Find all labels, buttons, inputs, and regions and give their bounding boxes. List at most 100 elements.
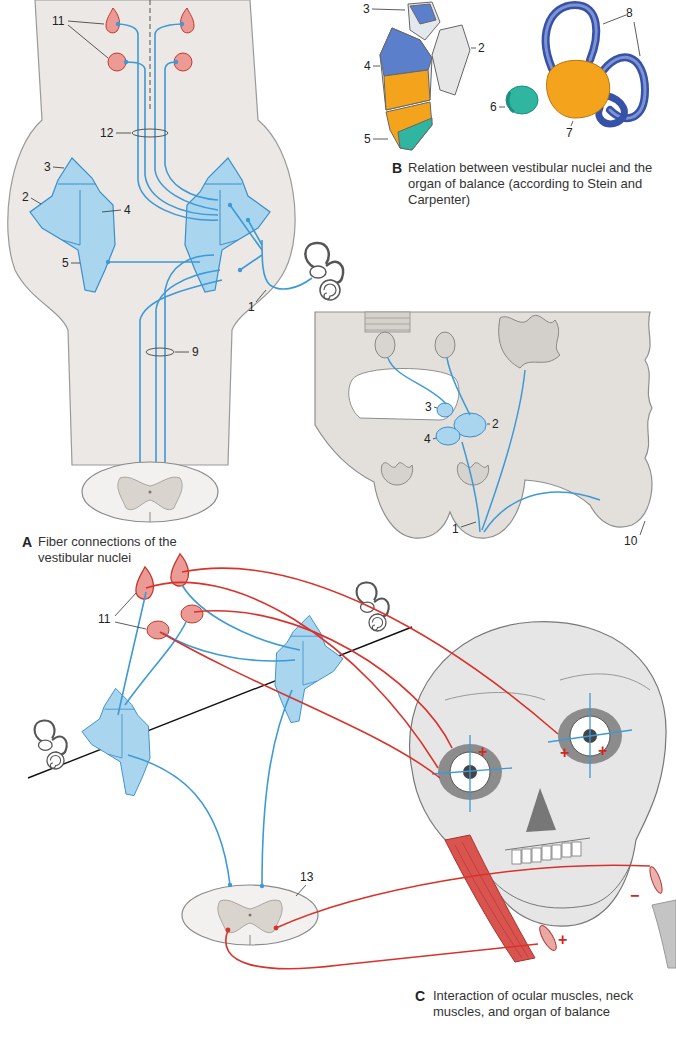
inner-ear-icon	[35, 721, 67, 769]
fiber-endings	[238, 268, 242, 272]
callout-number: 4	[124, 203, 131, 217]
callout-number: 4	[424, 432, 431, 446]
oculomotor-nuclei	[147, 621, 169, 639]
callout-number: 5	[62, 256, 69, 270]
oculomotor-nuclei	[171, 554, 189, 586]
medulla-cross-section	[375, 332, 395, 358]
leader-line	[31, 198, 41, 204]
labyrinth	[508, 92, 514, 112]
vestibular-nuclei	[436, 403, 486, 445]
fiber-endings	[274, 926, 279, 931]
oculomotor-nuclei	[108, 53, 126, 71]
vestibular-fibers	[108, 24, 312, 475]
leader-line	[499, 107, 505, 108]
leader-line	[296, 885, 306, 896]
muscle-spindle	[647, 865, 664, 894]
leader-line	[102, 210, 121, 212]
leader-line	[115, 593, 136, 616]
brainstem-panel-a	[8, 0, 295, 465]
vestibular-fibers	[118, 585, 300, 886]
motor-fibers	[226, 930, 538, 969]
fiber-endings	[124, 60, 128, 64]
leader-line	[487, 424, 490, 425]
callout-number: 9	[192, 345, 199, 359]
skull	[552, 845, 561, 859]
leader-line	[634, 22, 640, 56]
callout-number: 3	[425, 400, 432, 414]
skull	[562, 843, 571, 857]
vestibular-fibers	[128, 755, 230, 885]
callout-number: 2	[22, 190, 29, 204]
leader-line	[471, 48, 476, 49]
leader-line	[640, 521, 645, 535]
vestibular-fibers	[118, 24, 218, 220]
skull	[512, 850, 521, 864]
fiber-endings	[116, 22, 120, 26]
leader-line	[372, 9, 640, 139]
vestibular-fibers	[388, 358, 446, 404]
fiber-endings	[260, 884, 264, 888]
callout-number: 6	[490, 100, 497, 114]
medulla-cross-section	[381, 463, 412, 485]
head-axis-line	[28, 627, 412, 778]
eye-axis	[432, 693, 632, 812]
neck-muscle	[445, 835, 676, 968]
nuclei-exploded	[380, 28, 432, 110]
vestibular-nuclei	[436, 427, 460, 445]
callout-number: 3	[363, 2, 370, 16]
sign-symbol: −	[630, 888, 639, 904]
fiber-endings	[174, 60, 178, 64]
callout-number: 5	[364, 132, 371, 146]
nuclei-exploded	[410, 4, 436, 24]
leader-line	[68, 21, 104, 24]
skull	[542, 846, 551, 860]
labyrinth	[546, 5, 645, 124]
callout-number: 1	[248, 300, 255, 314]
caption-text: Relation between vestibular nuclei and t…	[408, 160, 670, 208]
leader-line	[68, 25, 108, 58]
spinal-cord-section	[82, 462, 218, 522]
vestibular-fibers	[156, 270, 220, 475]
fiber-endings	[180, 22, 184, 26]
oculomotor-nuclei	[181, 605, 203, 623]
leader-line	[434, 407, 437, 408]
medulla-cross-section	[435, 332, 455, 358]
nuclei-exploded	[386, 102, 432, 150]
medulla-cross-section	[315, 312, 652, 538]
vestibular-fibers	[163, 633, 295, 661]
callout-number: 4	[364, 59, 371, 73]
leader-line	[116, 133, 131, 134]
brainstem-panel-a	[8, 0, 295, 465]
muscle-spindle	[537, 865, 665, 952]
leader-line	[256, 290, 266, 302]
vestibular-fibers	[482, 370, 525, 530]
eye-axis	[548, 730, 632, 742]
callout-number: 10	[624, 534, 637, 548]
leader-line	[433, 407, 645, 535]
oculomotor-nuclei	[136, 554, 203, 639]
vestibular-nuclei	[437, 403, 453, 417]
vestibular-fibers	[262, 240, 312, 289]
inner-ear-icon	[305, 243, 343, 300]
labyrinth	[547, 60, 610, 118]
callout-number: 13	[300, 870, 313, 884]
fiber-endings	[228, 883, 232, 887]
brainstem-panel-a	[150, 0, 151, 110]
fiber-endings	[106, 260, 110, 264]
skull	[532, 848, 541, 862]
vestibular-fibers	[230, 205, 262, 270]
tract-marker	[132, 129, 174, 356]
vestibular-nuclei	[82, 615, 343, 795]
leader-line	[433, 438, 436, 439]
fiber-endings	[246, 218, 250, 222]
tract-marker	[146, 348, 174, 356]
vestibular-fibers	[155, 24, 218, 210]
vestibular-fibers	[462, 442, 480, 532]
medulla-cross-section	[365, 318, 410, 330]
neck-muscle	[445, 835, 535, 962]
sign-symbol: +	[560, 745, 569, 761]
leader-line	[115, 622, 146, 629]
vestibular-fibers	[447, 358, 470, 415]
fiber-endings	[228, 203, 232, 207]
